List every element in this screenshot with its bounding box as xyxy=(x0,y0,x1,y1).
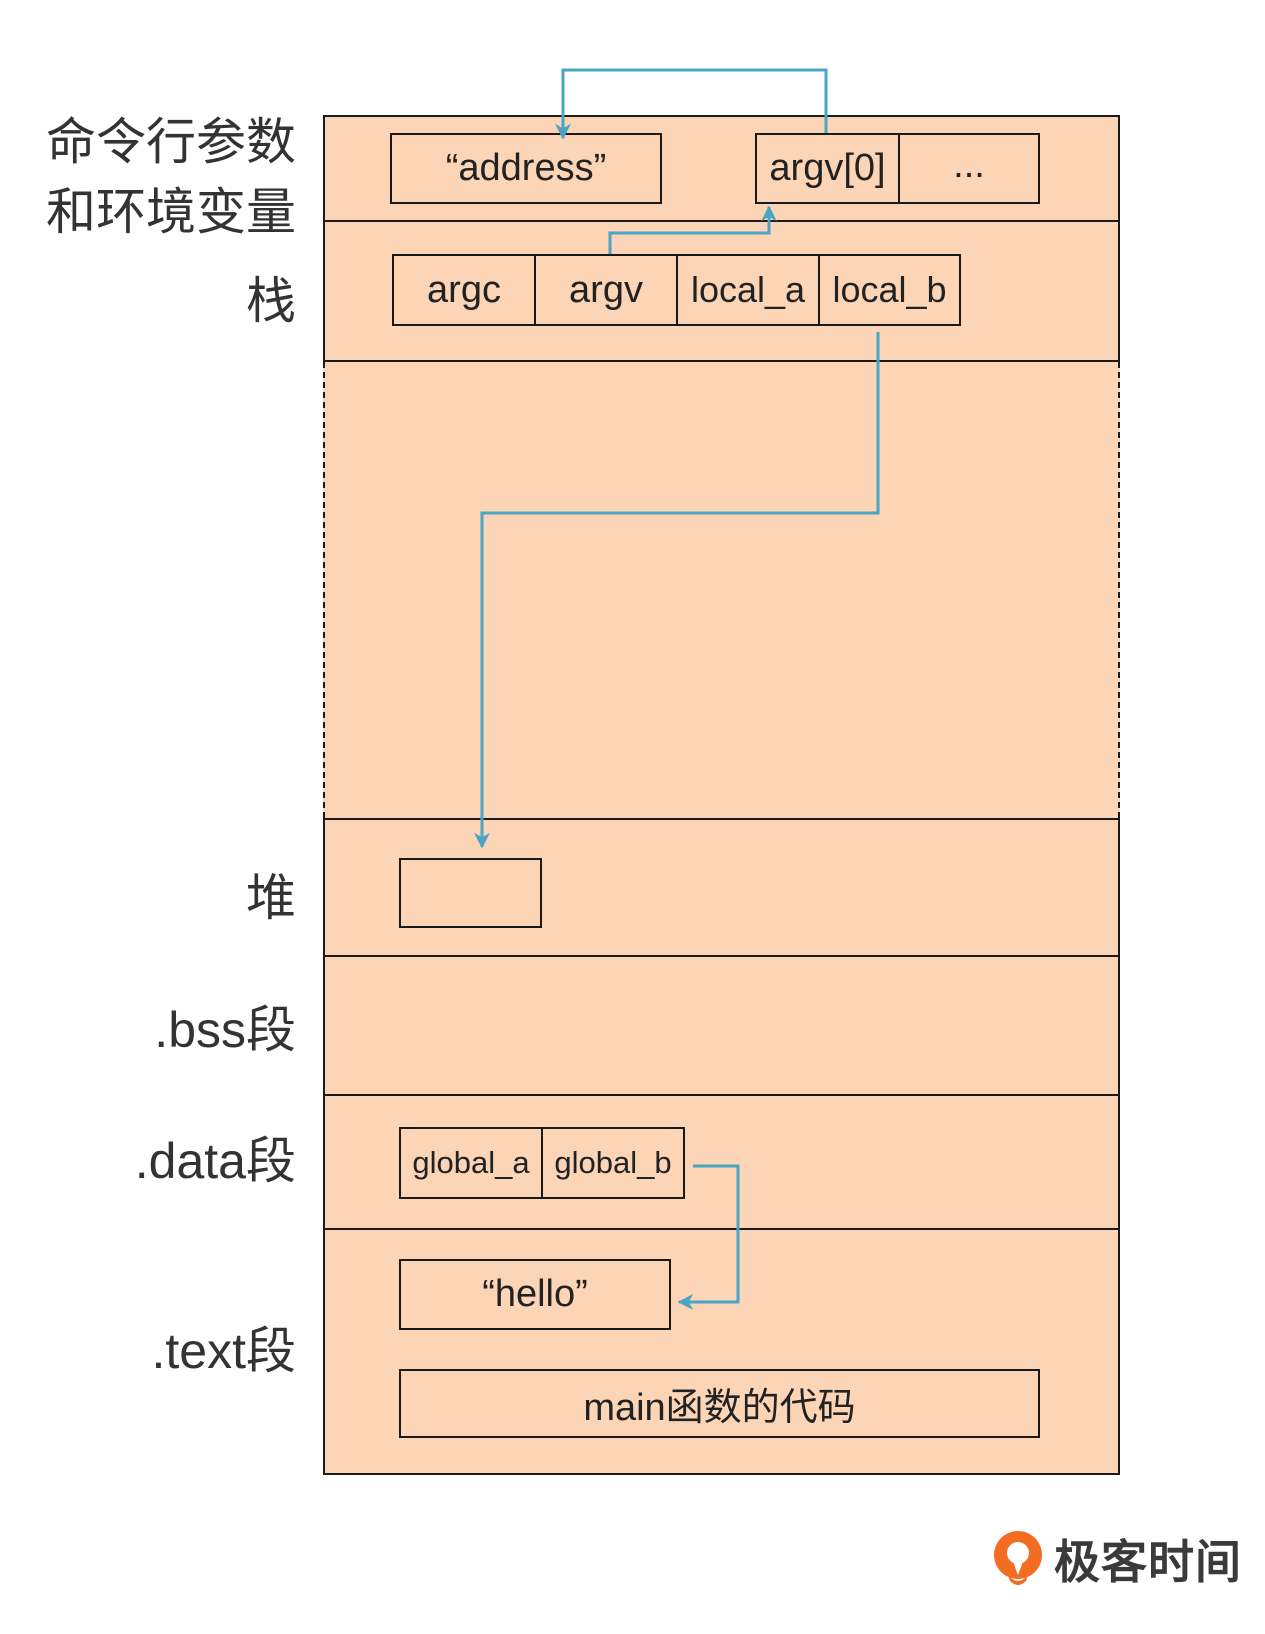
stack-cell-argv: argv xyxy=(534,254,678,326)
bss-segment xyxy=(323,957,1120,1096)
args-segment-label-line2: 和环境变量 xyxy=(46,184,296,240)
args-env-segment: “address” argv[0] ... xyxy=(323,115,1120,222)
heap-segment xyxy=(323,818,1120,957)
data-segment-label: .data段 xyxy=(134,1133,296,1189)
text-segment: “hello” main函数的代码 xyxy=(323,1230,1120,1475)
stack-cell-argc: argc xyxy=(392,254,536,326)
data-segment: global_a global_b xyxy=(323,1096,1120,1230)
stack-cell-local-b: local_b xyxy=(818,254,961,326)
free-space-gap xyxy=(323,362,1120,818)
stack-cell-local-a: local_a xyxy=(676,254,820,326)
main-code-cell: main函数的代码 xyxy=(399,1369,1040,1438)
stack-segment-label: 栈 xyxy=(246,273,296,329)
address-string-cell: “address” xyxy=(390,133,662,204)
heap-segment-label: 堆 xyxy=(246,870,296,926)
geektime-logo-icon xyxy=(994,1531,1042,1585)
bss-segment-label: .bss段 xyxy=(154,1002,296,1058)
brand-name: 极客时间 xyxy=(1054,1536,1242,1588)
data-cell-global-a: global_a xyxy=(399,1127,543,1199)
geektime-watermark: 极客时间 xyxy=(990,1528,1242,1590)
hello-string-cell: “hello” xyxy=(399,1259,671,1330)
argv0-cell: argv[0] xyxy=(755,133,900,204)
data-cell-global-b: global_b xyxy=(541,1127,685,1199)
heap-block xyxy=(399,858,542,928)
stack-segment: argc argv local_a local_b xyxy=(323,222,1120,362)
text-segment-label: .text段 xyxy=(151,1323,296,1379)
more-args-cell: ... xyxy=(898,133,1040,204)
args-segment-label-line1: 命令行参数 xyxy=(46,114,296,170)
